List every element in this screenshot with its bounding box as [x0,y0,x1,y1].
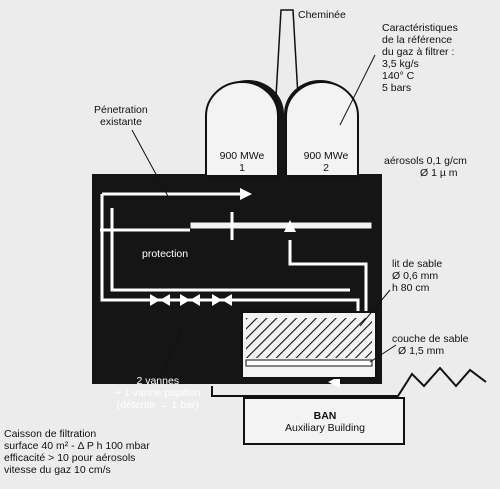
filtration-line: surface 40 m² - Δ P h 100 mbar [4,440,150,452]
filtration-line: efficacité > 10 pour aérosols [4,452,136,464]
ground-line [211,366,487,397]
characteristics-line: du gaz à filtrer : [382,46,455,58]
reactor-power: 900 MWe [219,150,265,162]
sand-bed-line: Ø 0,6 mm [392,270,439,282]
sand-layer [245,359,373,367]
sand-bed-label: lit de sable Ø 0,6 mm h 80 cm [392,258,442,294]
characteristics-line: 3,5 kg/s [382,58,419,70]
gas-characteristics: Caractéristiques de la référence du gaz … [382,22,458,94]
sand-bed-hatch [246,318,372,358]
leader-lines [131,54,397,379]
aerosol-spec: aérosols 0,1 g/cm Ø 1 µ m [384,155,467,179]
sand-layer-line: couche de sable [392,333,469,345]
reactor-2-label: 900 MWe 2 [298,150,354,174]
chimney-stack [274,9,300,115]
aerosol-line: Ø 1 µ m [420,167,458,179]
sand-layer-line: Ø 1,5 mm [398,345,445,357]
characteristics-line: de la référence [382,34,453,46]
filtration-box-label: Caisson de filtration surface 40 m² - Δ … [4,428,150,476]
valve-symbols [150,294,232,306]
reactor-dome-2 [285,81,359,177]
header-pipe [189,221,373,230]
filtration-line: vitesse du gaz 10 cm/s [4,464,111,476]
chimney-label: Cheminée [298,9,346,21]
reactor-number: 1 [239,162,245,174]
characteristics-line: Caractéristiques [382,22,458,34]
protection-label: protection [142,248,189,260]
sand-layer-label: couche de sable Ø 1,5 mm [392,333,468,357]
aerosol-line: aérosols 0,1 g/cm [384,155,467,167]
characteristics-line: 5 bars [382,82,412,94]
valves-line: + 1 vanne papillon [115,387,201,399]
ban-building [243,397,405,445]
ban-subtitle: Auxiliary Building [285,422,365,434]
reactor-dome-1 [205,81,279,177]
sand-bed-line: h 80 cm [392,282,430,294]
penetration-label: Pénetration existante [94,104,148,128]
filtration-line: Caisson de filtration [4,428,97,440]
penetration-line: Pénetration [94,104,148,116]
ban-title: BAN [313,410,337,422]
sand-bed-line: lit de sable [392,258,443,270]
reactor-number: 2 [323,162,329,174]
valves-label: 2 vannes + 1 vanne papillon (détente → 1… [115,375,201,411]
ban-building-label: BAN Auxiliary Building [252,410,398,434]
penetration-line: existante [100,116,143,128]
characteristics-line: 140° C [382,70,415,82]
reactor-power: 900 MWe [303,150,349,162]
valves-line: 2 vannes [136,375,180,387]
valves-line: (détente → 1 bar) [116,399,199,411]
reactor-1-label: 900 MWe 1 [214,150,270,174]
